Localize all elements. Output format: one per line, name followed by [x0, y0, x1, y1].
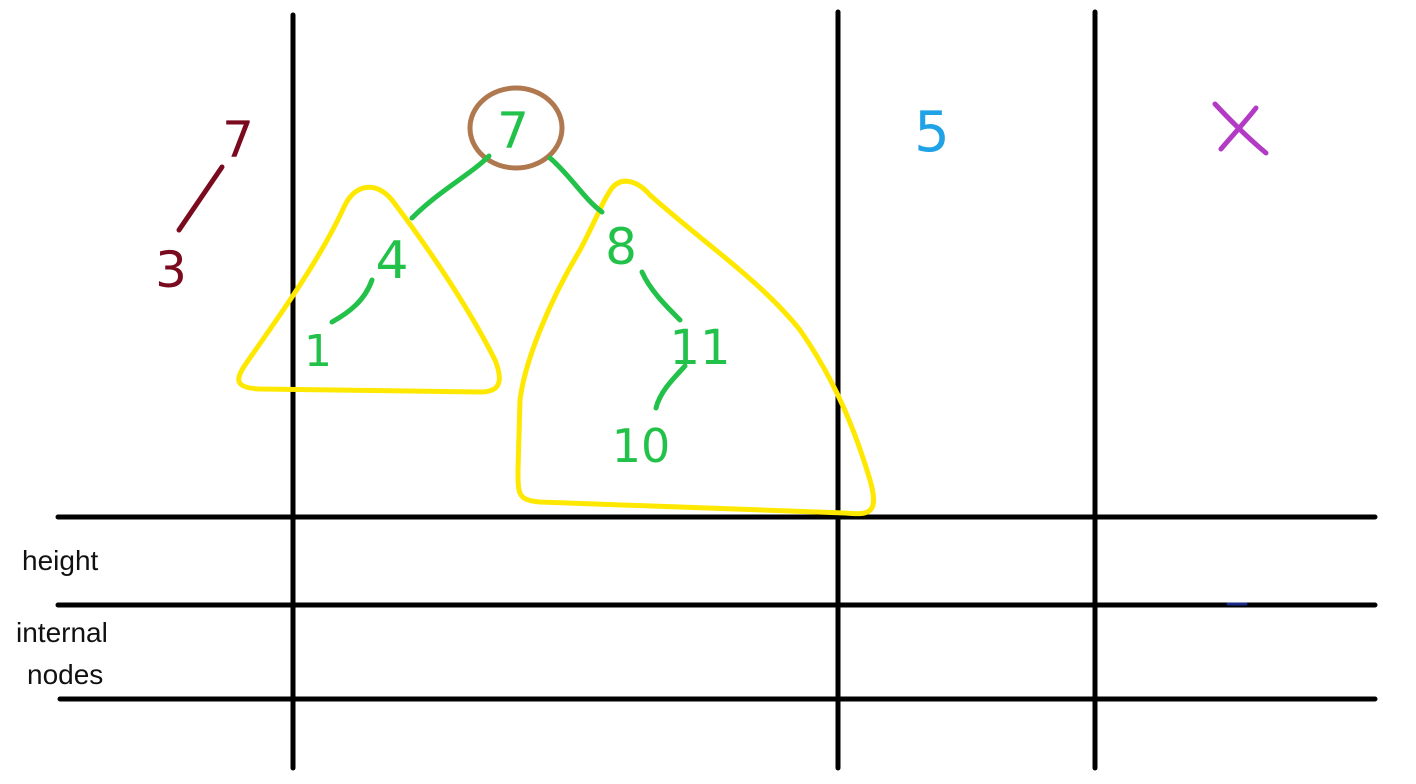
col1-top-value: 7 [222, 111, 254, 169]
column-4-value-text: X [1240, 149, 1241, 151]
col1-bottom-value: 3 [155, 241, 187, 299]
column-3-value: 5 [914, 100, 950, 165]
edge-root-left [409, 153, 492, 221]
edge-4-1 [329, 277, 375, 325]
edge-8-11 [639, 269, 683, 323]
column-4-value [1212, 101, 1269, 156]
row-label-height: height [22, 545, 99, 576]
row-label-nodes: nodes [27, 659, 103, 690]
edge-11-10 [653, 363, 688, 411]
left-subtree-outline [236, 184, 502, 395]
root-circle [467, 85, 565, 171]
col1-edge [176, 164, 225, 233]
row-label-internal: internal [16, 617, 108, 648]
node-right-child: 8 [605, 218, 637, 276]
node-right-great-grandchild: 10 [612, 419, 671, 473]
column-2-tree: 7 4 1 8 11 10 [236, 85, 877, 517]
right-subtree-outline [515, 178, 877, 517]
edge-root-right [547, 155, 605, 215]
node-left-grandchild: 1 [304, 326, 332, 377]
column-1-tree: 7 3 [155, 111, 254, 299]
table-grid [55, 9, 1378, 771]
node-right-grandchild: 11 [669, 320, 730, 376]
x-mark-stroke-2 [1218, 105, 1259, 152]
node-left-child: 4 [375, 231, 408, 291]
node-root: 7 [497, 102, 529, 160]
